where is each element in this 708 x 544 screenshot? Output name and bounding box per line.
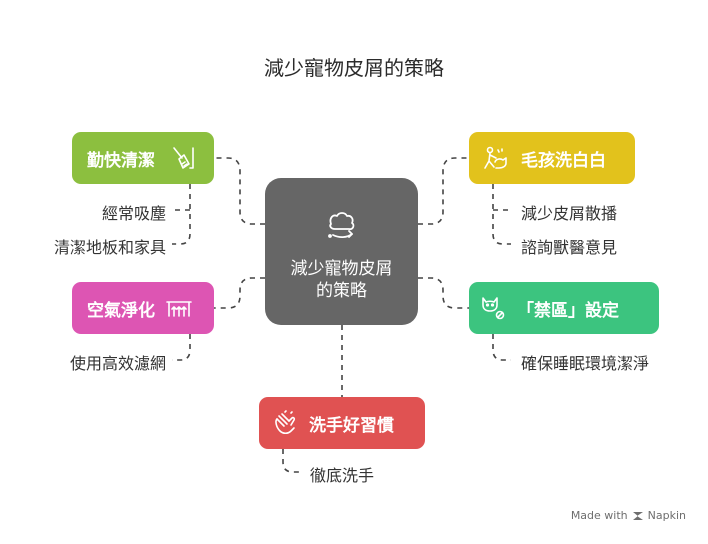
broom-icon: [173, 147, 194, 169]
node-hands-label: 洗手好習慣: [309, 415, 394, 436]
node-air: 空氣淨化: [72, 282, 214, 334]
footer-attribution: Made with Napkin: [571, 509, 686, 522]
hand-washing-icon: [275, 410, 296, 435]
napkin-logo-icon: [632, 511, 643, 520]
diagram-title: 減少寵物皮屑的策略: [264, 56, 444, 80]
center-node: 減少寵物皮屑的策略: [265, 178, 418, 325]
sub-hands-1: 徹底洗手: [310, 466, 375, 485]
footer-text: Made with: [570, 509, 628, 522]
sub-air-1: 使用高效濾網: [69, 354, 166, 373]
node-hands: 洗手好習慣: [259, 397, 425, 449]
no-pets-icon: [482, 297, 505, 320]
node-zone: 「禁區」設定: [469, 282, 659, 334]
node-clean: 勤快清潔: [72, 132, 214, 184]
node-groom: 毛孩洗白白: [469, 132, 635, 184]
air-purifier-icon: [166, 301, 192, 317]
sub-groom-1: 減少皮屑散播: [521, 204, 618, 223]
node-air-label: 空氣淨化: [87, 300, 155, 321]
center-label: 減少寵物皮屑的策略: [290, 259, 393, 301]
node-zone-label: 「禁區」設定: [517, 300, 619, 321]
pet-washing-icon: [484, 146, 507, 169]
footer-brand: Napkin: [647, 509, 686, 522]
node-clean-label: 勤快清潔: [87, 150, 155, 171]
sub-zone-1: 確保睡眠環境潔淨: [521, 354, 650, 373]
sub-groom-2: 諮詢獸醫意見: [521, 238, 618, 257]
sub-clean-1: 經常吸塵: [101, 204, 166, 223]
pet-dander-icon: [327, 212, 354, 239]
sub-clean-2: 清潔地板和家具: [53, 238, 166, 257]
node-groom-label: 毛孩洗白白: [521, 150, 606, 171]
